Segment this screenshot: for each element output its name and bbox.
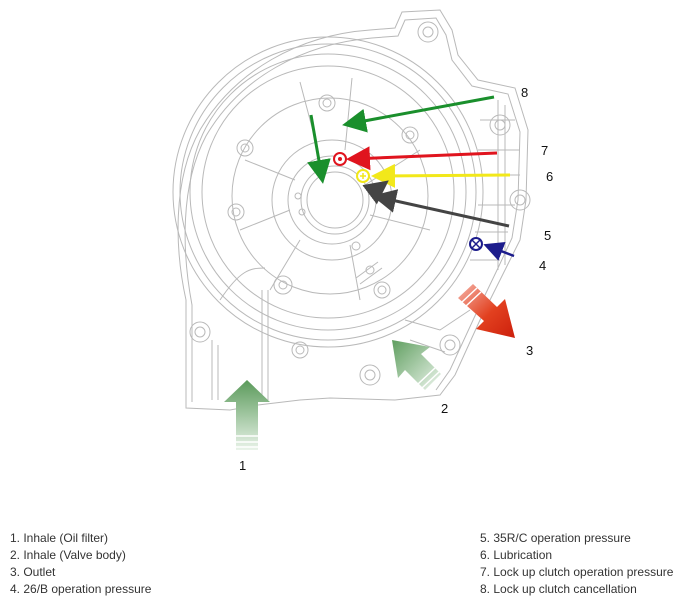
legend-right: 5. 35R/C operation pressure 6. Lubricati… [480, 530, 673, 598]
callout-1: 1 [239, 458, 246, 473]
legend-item: 2. Inhale (Valve body) [10, 548, 126, 562]
legend-item: 4. 26/B operation pressure [10, 582, 152, 596]
legend-item: 8. Lock up clutch cancellation [480, 582, 637, 596]
lockup-cancellation-arrows [307, 95, 495, 184]
pressure-35rc-arrows [362, 180, 510, 228]
lubrication-arrow [356, 163, 511, 188]
legend-left: 1. Inhale (Oil filter) 2. Inhale (Valve … [10, 530, 151, 598]
callout-7: 7 [541, 143, 548, 158]
outlet-arrow [458, 284, 515, 338]
lockup-operation-arrow [333, 146, 498, 171]
callout-8: 8 [521, 85, 528, 100]
callout-6: 6 [546, 169, 553, 184]
pressure-26b-arrow [469, 237, 515, 261]
legend-item: 6. Lubrication [480, 548, 553, 562]
inhale-oil-filter-arrow [224, 380, 270, 450]
legend-item: 3. Outlet [10, 565, 56, 579]
pump-housing [172, 9, 531, 411]
callout-4: 4 [539, 258, 546, 273]
legend-item: 7. Lock up clutch operation pressure [480, 565, 674, 579]
legend-item: 1. Inhale (Oil filter) [10, 531, 109, 545]
inhale-valve-body-arrow [392, 340, 441, 390]
callout-2: 2 [441, 401, 448, 416]
callout-5: 5 [544, 228, 551, 243]
callout-3: 3 [526, 343, 533, 358]
oil-pump-flow-diagram: 1 2 3 4 5 6 7 8 [172, 9, 553, 473]
legend-item: 5. 35R/C operation pressure [480, 531, 631, 545]
